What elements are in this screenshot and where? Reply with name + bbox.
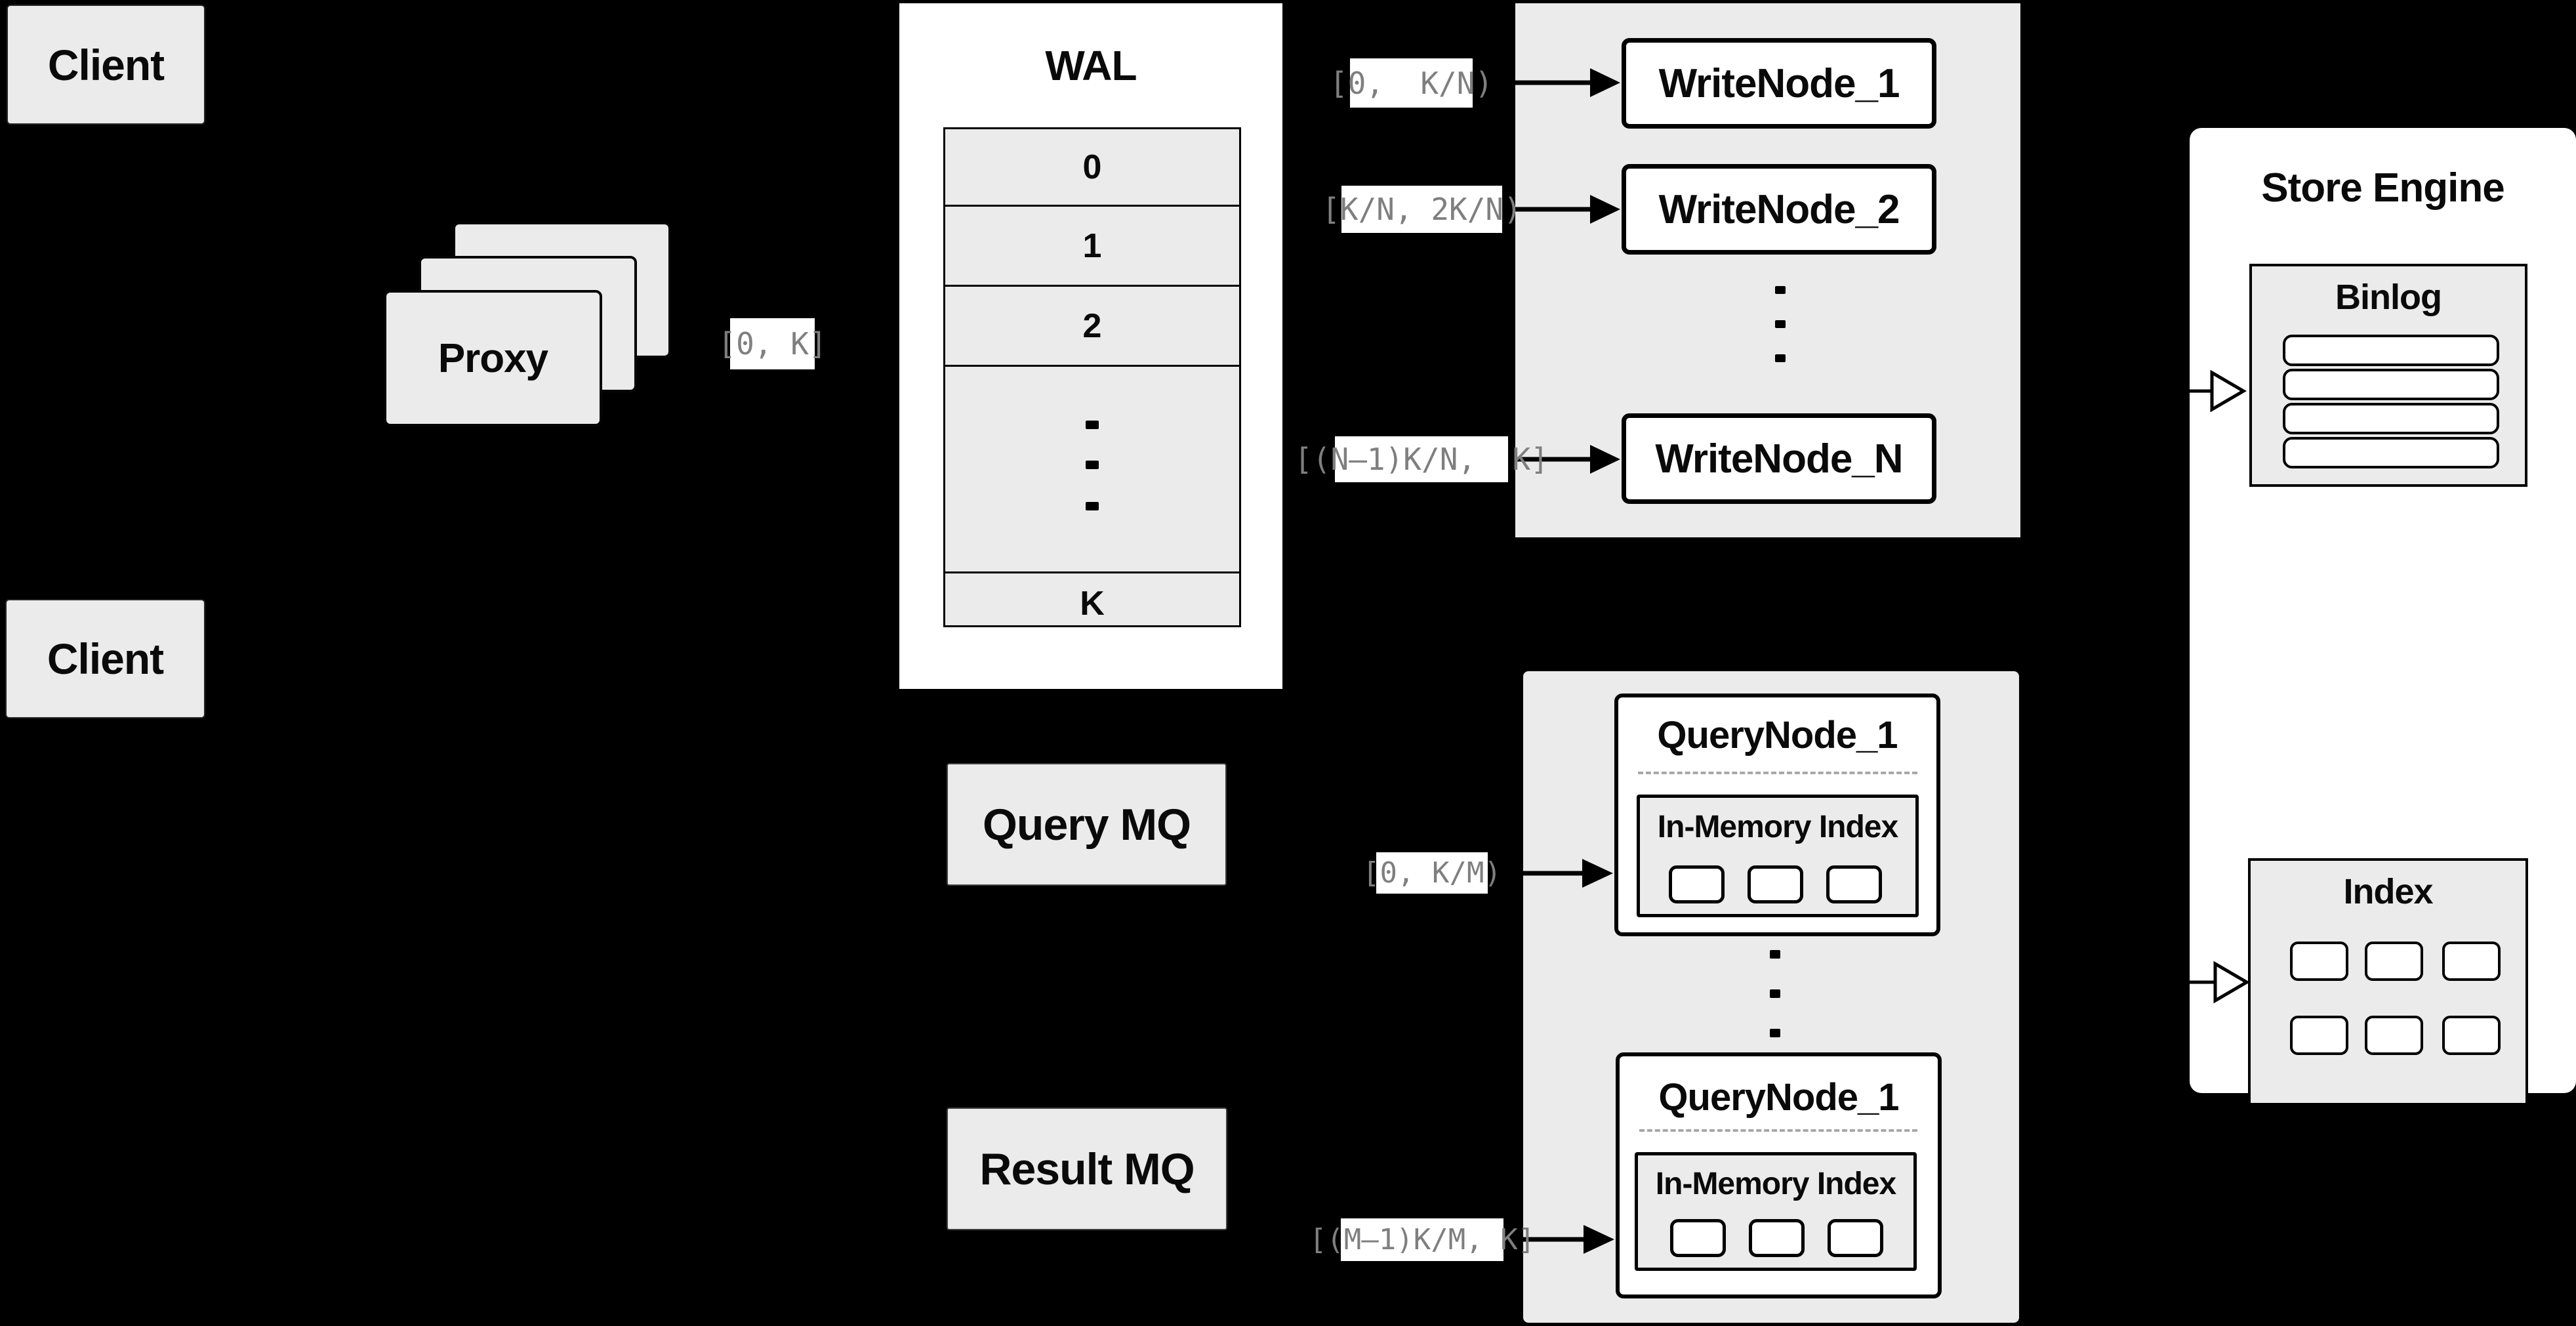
store-index-box [2248, 858, 2528, 1106]
client-bottom-label: Client [47, 634, 164, 683]
query-mq-label: Query MQ [983, 799, 1191, 850]
query-range-label-1: [0, K/M) [1362, 852, 1502, 894]
writenode-1-label: WriteNode_1 [1658, 60, 1900, 106]
writenode-n-box: WriteNode_N [1622, 413, 1936, 504]
write-range-label-2: [K/N, 2K/N) [1322, 186, 1522, 233]
arrow-to-writenode-2 [1502, 195, 1620, 224]
arrow-to-binlog [2188, 369, 2247, 413]
querynode-ellipsis-dot [1770, 1029, 1780, 1037]
client-box-bottom: Client [5, 599, 205, 718]
wal-row-k: K [1080, 584, 1105, 623]
binlog-row [2283, 437, 2499, 468]
writenode-n-label: WriteNode_N [1655, 436, 1903, 482]
wal-ellipsis-dot [1086, 461, 1099, 469]
index-cell [2290, 1016, 2348, 1055]
index-cell [2290, 942, 2348, 981]
index-cell [2442, 942, 2501, 981]
querynode-1-inmemory-title: In-Memory Index [1657, 809, 1898, 844]
binlog-row [2283, 369, 2499, 400]
client-box-top: Client [7, 5, 205, 125]
wal-row-2: 2 [945, 287, 1239, 367]
segment-box [1669, 865, 1725, 903]
writenode-1-box: WriteNode_1 [1622, 38, 1936, 129]
querynode-ellipsis-dot [1770, 950, 1780, 959]
wal-title: WAL [1045, 42, 1137, 89]
binlog-row [2283, 403, 2499, 434]
querynode-1-divider [1638, 772, 1917, 774]
binlog-row [2283, 335, 2499, 366]
segment-box [1670, 1219, 1726, 1257]
querynode-2-divider [1639, 1129, 1917, 1132]
writenode-2-box: WriteNode_2 [1622, 164, 1936, 255]
wal-row-1: 1 [945, 207, 1239, 287]
query-mq-box: Query MQ [947, 763, 1227, 886]
querynode-2-title: QueryNode_1 [1658, 1075, 1899, 1119]
segment-box [1826, 865, 1882, 903]
querynode-2-inmemory-title: In-Memory Index [1655, 1166, 1896, 1201]
segment-box [1748, 865, 1803, 903]
arrow-to-querynode-1 [1488, 859, 1613, 888]
writenode-ellipsis-dot [1775, 286, 1786, 294]
wal-table: 0 1 2 K [943, 127, 1241, 627]
segment-box [1828, 1219, 1883, 1257]
wal-row-0: 0 [945, 129, 1239, 207]
wal-row-ellipsis [945, 367, 1239, 573]
arrow-to-writenode-n [1508, 445, 1620, 474]
arrow-to-querynode-2 [1503, 1225, 1614, 1254]
index-cell [2365, 942, 2423, 981]
result-mq-box: Result MQ [947, 1108, 1227, 1230]
proxy-label: Proxy [438, 335, 548, 381]
writenode-ellipsis-dot [1775, 320, 1786, 328]
writenode-ellipsis-dot [1775, 354, 1786, 362]
wal-ellipsis-dot [1086, 502, 1099, 510]
arrow-to-writenode-1 [1473, 68, 1620, 97]
store-engine-title: Store Engine [2261, 165, 2504, 211]
binlog-title: Binlog [2335, 278, 2442, 317]
write-range-label-1: [0, K/N) [1330, 58, 1493, 108]
proxy-box-front: Proxy [384, 290, 602, 426]
arrow-to-index [2188, 961, 2250, 1004]
index-cell [2442, 1016, 2501, 1055]
store-index-title: Index [2343, 872, 2433, 911]
writenode-2-label: WriteNode_2 [1658, 186, 1900, 232]
result-mq-label: Result MQ [979, 1144, 1195, 1194]
write-range-label-n: [(N–1)K/N, K] [1294, 436, 1549, 482]
index-cell [2365, 1016, 2423, 1055]
segment-box [1749, 1219, 1805, 1257]
querynode-1-title: QueryNode_1 [1657, 713, 1898, 756]
querynode-ellipsis-dot [1770, 989, 1780, 998]
wal-ellipsis-dot [1086, 421, 1099, 429]
query-range-label-m: [(M–1)K/M, K] [1309, 1218, 1535, 1261]
proxy-range-label: [0, K] [718, 318, 827, 369]
client-top-label: Client [47, 40, 165, 89]
